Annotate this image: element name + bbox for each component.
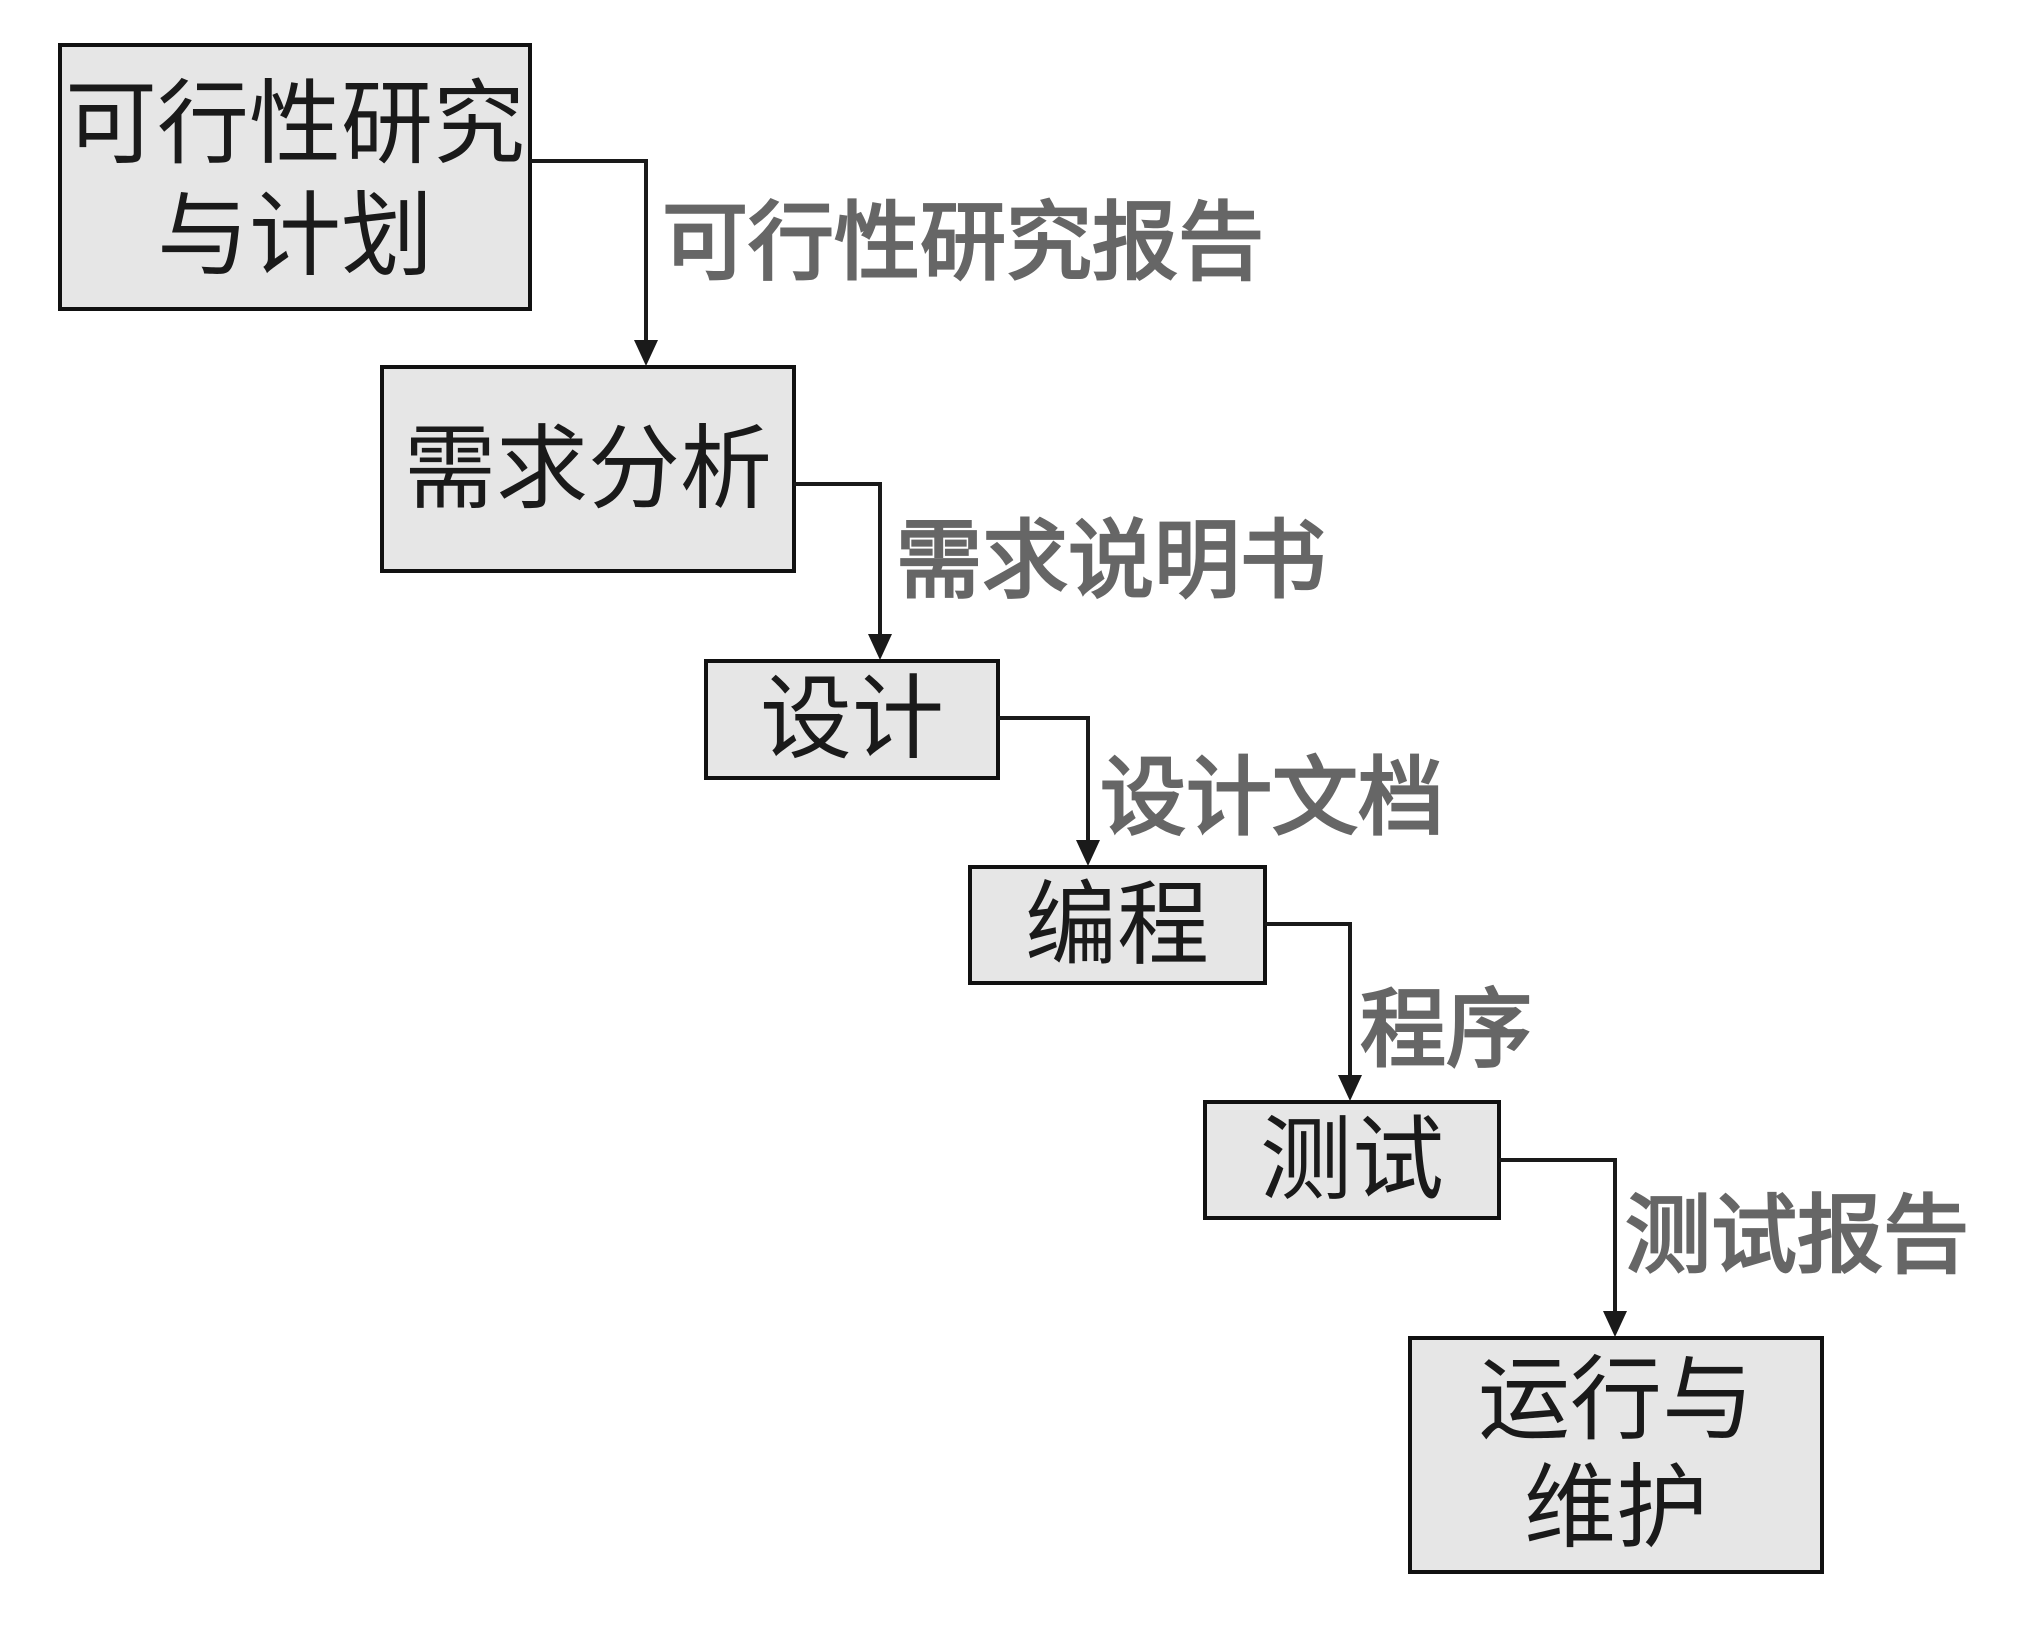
stage-label-line: 需求分析 — [404, 416, 772, 523]
artifact-label-test-report: 测试报告 — [1625, 1186, 1969, 1286]
stage-box-design: 设计 — [704, 659, 1000, 780]
stage-box-feasibility: 可行性研究 与计划 — [58, 43, 532, 311]
arrowhead-icon — [1603, 1311, 1627, 1337]
artifact-label-feasibility-report: 可行性研究报告 — [662, 193, 1264, 293]
artifact-label-design-document: 设计文档 — [1100, 748, 1444, 848]
arrowhead-icon — [1338, 1075, 1362, 1101]
stage-label-line: 运行与 — [1478, 1347, 1754, 1454]
connector-design-to-coding — [998, 716, 1100, 866]
arrowhead-icon — [868, 634, 892, 660]
stage-label-line: 编程 — [1025, 872, 1209, 979]
stage-box-testing: 测试 — [1203, 1100, 1501, 1220]
stage-box-operation: 运行与 维护 — [1408, 1336, 1824, 1574]
connector-testing-to-operation — [1499, 1158, 1627, 1337]
connector-feasibility-to-requirements — [530, 159, 658, 366]
artifact-label-program: 程序 — [1360, 980, 1532, 1080]
arrowhead-icon — [1076, 840, 1100, 866]
arrowhead-icon — [634, 340, 658, 366]
connector-requirements-to-design — [794, 482, 892, 660]
connector-coding-to-testing — [1265, 922, 1362, 1101]
stage-label-line: 与计划 — [157, 183, 433, 290]
artifact-label-requirements-spec: 需求说明书 — [896, 511, 1326, 611]
stage-label-line: 测试 — [1260, 1107, 1444, 1214]
stage-box-coding: 编程 — [968, 865, 1267, 985]
stage-box-requirements: 需求分析 — [380, 365, 796, 573]
stage-label-line: 维护 — [1524, 1455, 1708, 1562]
stage-label-line: 可行性研究 — [65, 71, 525, 178]
stage-label-line: 设计 — [760, 666, 944, 773]
